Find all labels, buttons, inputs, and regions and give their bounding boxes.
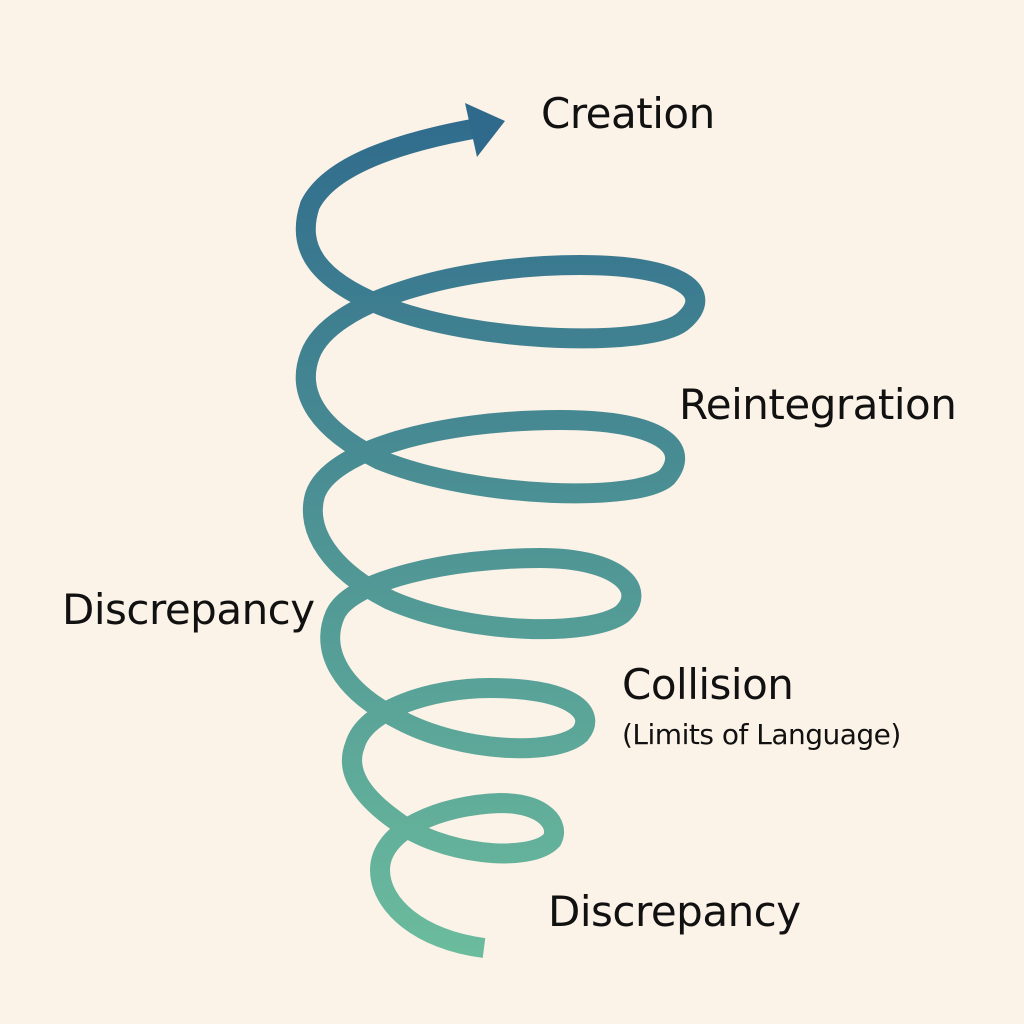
label-discrepancy-left: Discrepancy xyxy=(62,585,315,634)
label-discrepancy-bottom: Discrepancy xyxy=(548,887,801,936)
label-collision-subtitle: (Limits of Language) xyxy=(622,718,901,751)
label-collision: Collision xyxy=(622,660,794,709)
label-reintegration: Reintegration xyxy=(679,380,957,429)
spiral-arrow-path xyxy=(295,118,706,958)
arrowhead-icon xyxy=(465,103,505,157)
label-creation: Creation xyxy=(541,89,715,138)
